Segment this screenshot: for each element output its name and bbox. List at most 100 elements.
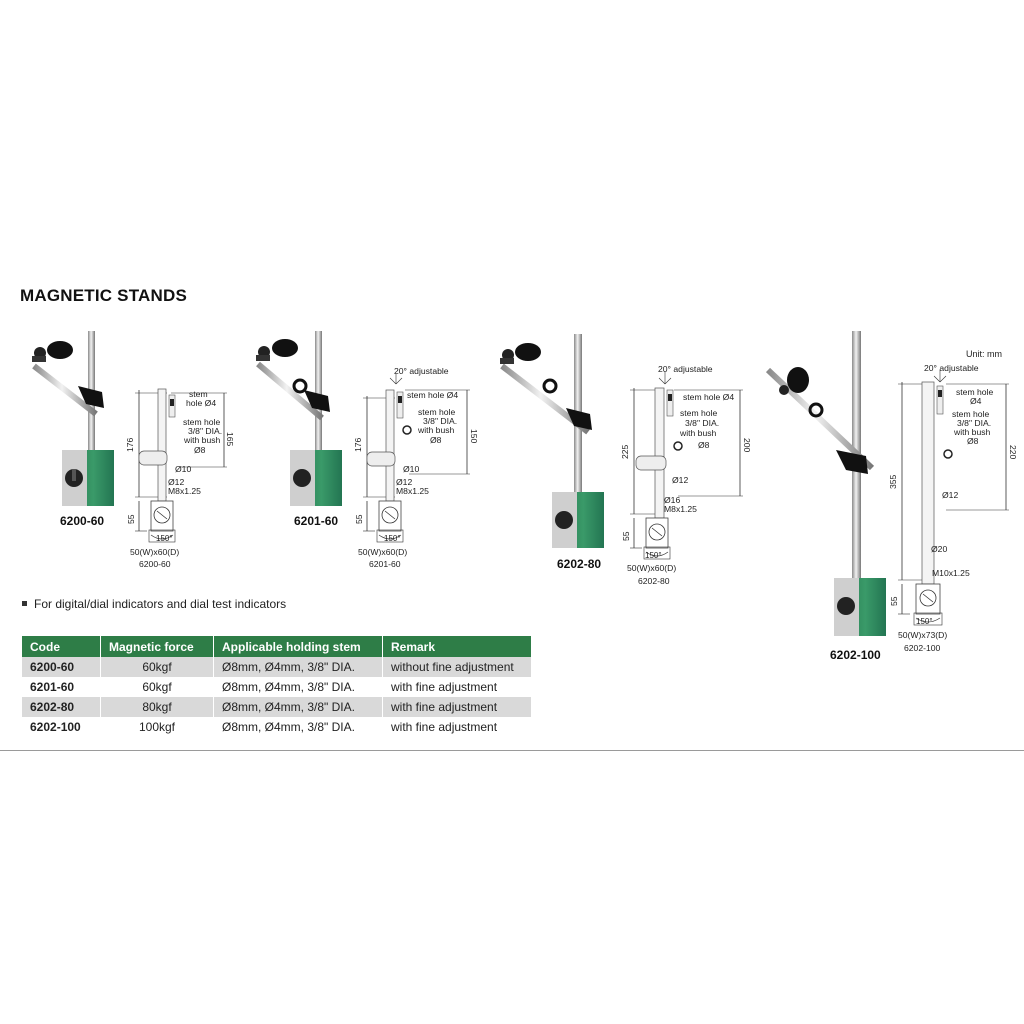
dim-arm-height: 165 (225, 432, 235, 447)
cell-code: 6202-80 (22, 697, 101, 717)
dim-total-height: 176 (125, 437, 135, 452)
label-bush-b: 3/8" DIA. (957, 418, 991, 428)
label-bush-d: Ø8 (967, 436, 979, 446)
dim-base-height: 55 (889, 596, 899, 606)
label-rod-a: Ø10 (403, 464, 419, 474)
product-photo-6201-60 (256, 331, 342, 506)
label-adjust: 20° adjustable (924, 363, 979, 373)
label-bush-a: stem hole (183, 417, 220, 427)
feature-text: For digital/dial indicators and dial tes… (34, 597, 287, 611)
cell-remark: with fine adjustment (382, 697, 532, 717)
dim-total-height: 355 (888, 474, 898, 489)
cell-force: 60kgf (100, 657, 214, 677)
dim-arm-height: 150 (469, 429, 479, 444)
table-row: 6201-60 60kgf Ø8mm, Ø4mm, 3/8" DIA. with… (22, 677, 532, 697)
unit-label: Unit: mm (966, 349, 1002, 359)
label-bush-a: stem hole (680, 408, 717, 418)
label-bush-d: Ø8 (698, 440, 710, 450)
label-thread: M8x1.25 (664, 504, 697, 514)
label-bush-d: Ø8 (194, 445, 206, 455)
cell-force: 60kgf (100, 677, 214, 697)
table-row: 6200-60 60kgf Ø8mm, Ø4mm, 3/8" DIA. with… (22, 657, 532, 677)
dim-base-height: 55 (621, 531, 631, 541)
label-adjust: 20° adjustable (658, 364, 713, 374)
dim-base-height: 55 (126, 514, 136, 524)
label-rod-b: Ø16 (664, 495, 680, 505)
cell-code: 6201-60 (22, 677, 101, 697)
cell-stem: Ø8mm, Ø4mm, 3/8" DIA. (213, 717, 383, 737)
cell-force: 80kgf (100, 697, 214, 717)
label-bush-a: stem hole (418, 407, 455, 417)
label-rod-b: Ø12 (396, 477, 412, 487)
dim-arm-height: 200 (742, 438, 752, 453)
bullet-square-icon (22, 601, 27, 606)
label-angle: 150° (645, 551, 662, 560)
label-rod-a: Ø10 (175, 464, 191, 474)
table-header-row: Code Magnetic force Applicable holding s… (22, 636, 532, 657)
label-stem-hole-size: Ø4 (970, 396, 982, 406)
label-adjust: 20° adjustable (394, 366, 449, 376)
label-angle: 150° (916, 617, 933, 626)
dim-total-height: 225 (620, 444, 630, 459)
label-stem-hole: hole Ø4 (186, 398, 216, 408)
label-angle: 150° (384, 534, 401, 543)
label-bush-a: stem hole (952, 409, 989, 419)
spec-table: Code Magnetic force Applicable holding s… (22, 636, 532, 737)
label-base-size: 50(W)x73(D) (898, 630, 947, 640)
label-stem: stem (189, 389, 208, 399)
label-bush-b: 3/8" DIA. (423, 416, 457, 426)
label-thread: M10x1.25 (932, 568, 970, 578)
label-stem-hole: stem hole Ø4 (407, 390, 458, 400)
label-thread: M8x1.25 (168, 486, 201, 496)
drawing-caption: 6202-100 (904, 643, 941, 653)
drawing-caption: 6200-60 (139, 559, 171, 569)
label-base-size: 50(W)x60(D) (358, 547, 407, 557)
label-base-size: 50(W)x60(D) (130, 547, 179, 557)
label-rod-b: Ø20 (931, 544, 947, 554)
label-stem-hole: stem hole Ø4 (683, 392, 734, 402)
drawing-caption: 6201-60 (369, 559, 401, 569)
dimension-drawing-6201-60: 20° adjustable 176 150 55 stem hole Ø4 s… (353, 366, 479, 569)
bottom-divider (0, 750, 1024, 751)
product-photo-6200-60 (32, 331, 114, 506)
cell-remark: without fine adjustment (382, 657, 532, 677)
column-header-stem: Applicable holding stem (213, 636, 383, 657)
label-bush-b: 3/8" DIA. (188, 426, 222, 436)
product-photo-6202-80 (500, 334, 604, 548)
model-label: 6202-100 (830, 648, 881, 662)
label-angle: 150° (156, 534, 173, 543)
model-label: 6202-80 (557, 557, 602, 571)
cell-force: 100kgf (100, 717, 214, 737)
cell-code: 6200-60 (22, 657, 101, 677)
label-bush-b: 3/8" DIA. (685, 418, 719, 428)
label-base-size: 50(W)x60(D) (627, 563, 676, 573)
column-header-code: Code (22, 636, 101, 657)
label-thread: M8x1.25 (396, 486, 429, 496)
page-title: MAGNETIC STANDS (20, 286, 188, 305)
label-bush-c: with bush (679, 428, 717, 438)
label-rod-a: Ø12 (942, 490, 958, 500)
dimension-drawing-6202-100: 20° adjustable 355 220 55 stem hole Ø4 s… (888, 363, 1018, 653)
label-bush-c: with bush (417, 425, 455, 435)
dim-base-height: 55 (354, 514, 364, 524)
table-row: 6202-100 100kgf Ø8mm, Ø4mm, 3/8" DIA. wi… (22, 717, 532, 737)
cell-stem: Ø8mm, Ø4mm, 3/8" DIA. (213, 697, 383, 717)
dim-arm-height: 220 (1008, 445, 1018, 460)
drawing-caption: 6202-80 (638, 576, 670, 586)
table-row: 6202-80 80kgf Ø8mm, Ø4mm, 3/8" DIA. with… (22, 697, 532, 717)
cell-stem: Ø8mm, Ø4mm, 3/8" DIA. (213, 657, 383, 677)
label-rod-b: Ø12 (168, 477, 184, 487)
product-photo-6202-100 (765, 331, 886, 636)
cell-remark: with fine adjustment (382, 717, 532, 737)
cell-code: 6202-100 (22, 717, 101, 737)
model-label: 6200-60 (60, 514, 105, 528)
label-rod-a: Ø12 (672, 475, 688, 485)
dimension-drawing-6200-60: 176 165 55 stem hole Ø4 stem hole 3/8" D… (125, 388, 235, 569)
dimension-drawing-6202-80: 20° adjustable 225 200 55 stem hole Ø4 s… (620, 364, 752, 586)
label-bush-c: with bush (183, 435, 221, 445)
column-header-force: Magnetic force (100, 636, 214, 657)
model-label: 6201-60 (294, 514, 339, 528)
dim-total-height: 176 (353, 437, 363, 452)
cell-stem: Ø8mm, Ø4mm, 3/8" DIA. (213, 677, 383, 697)
column-header-remark: Remark (382, 636, 532, 657)
